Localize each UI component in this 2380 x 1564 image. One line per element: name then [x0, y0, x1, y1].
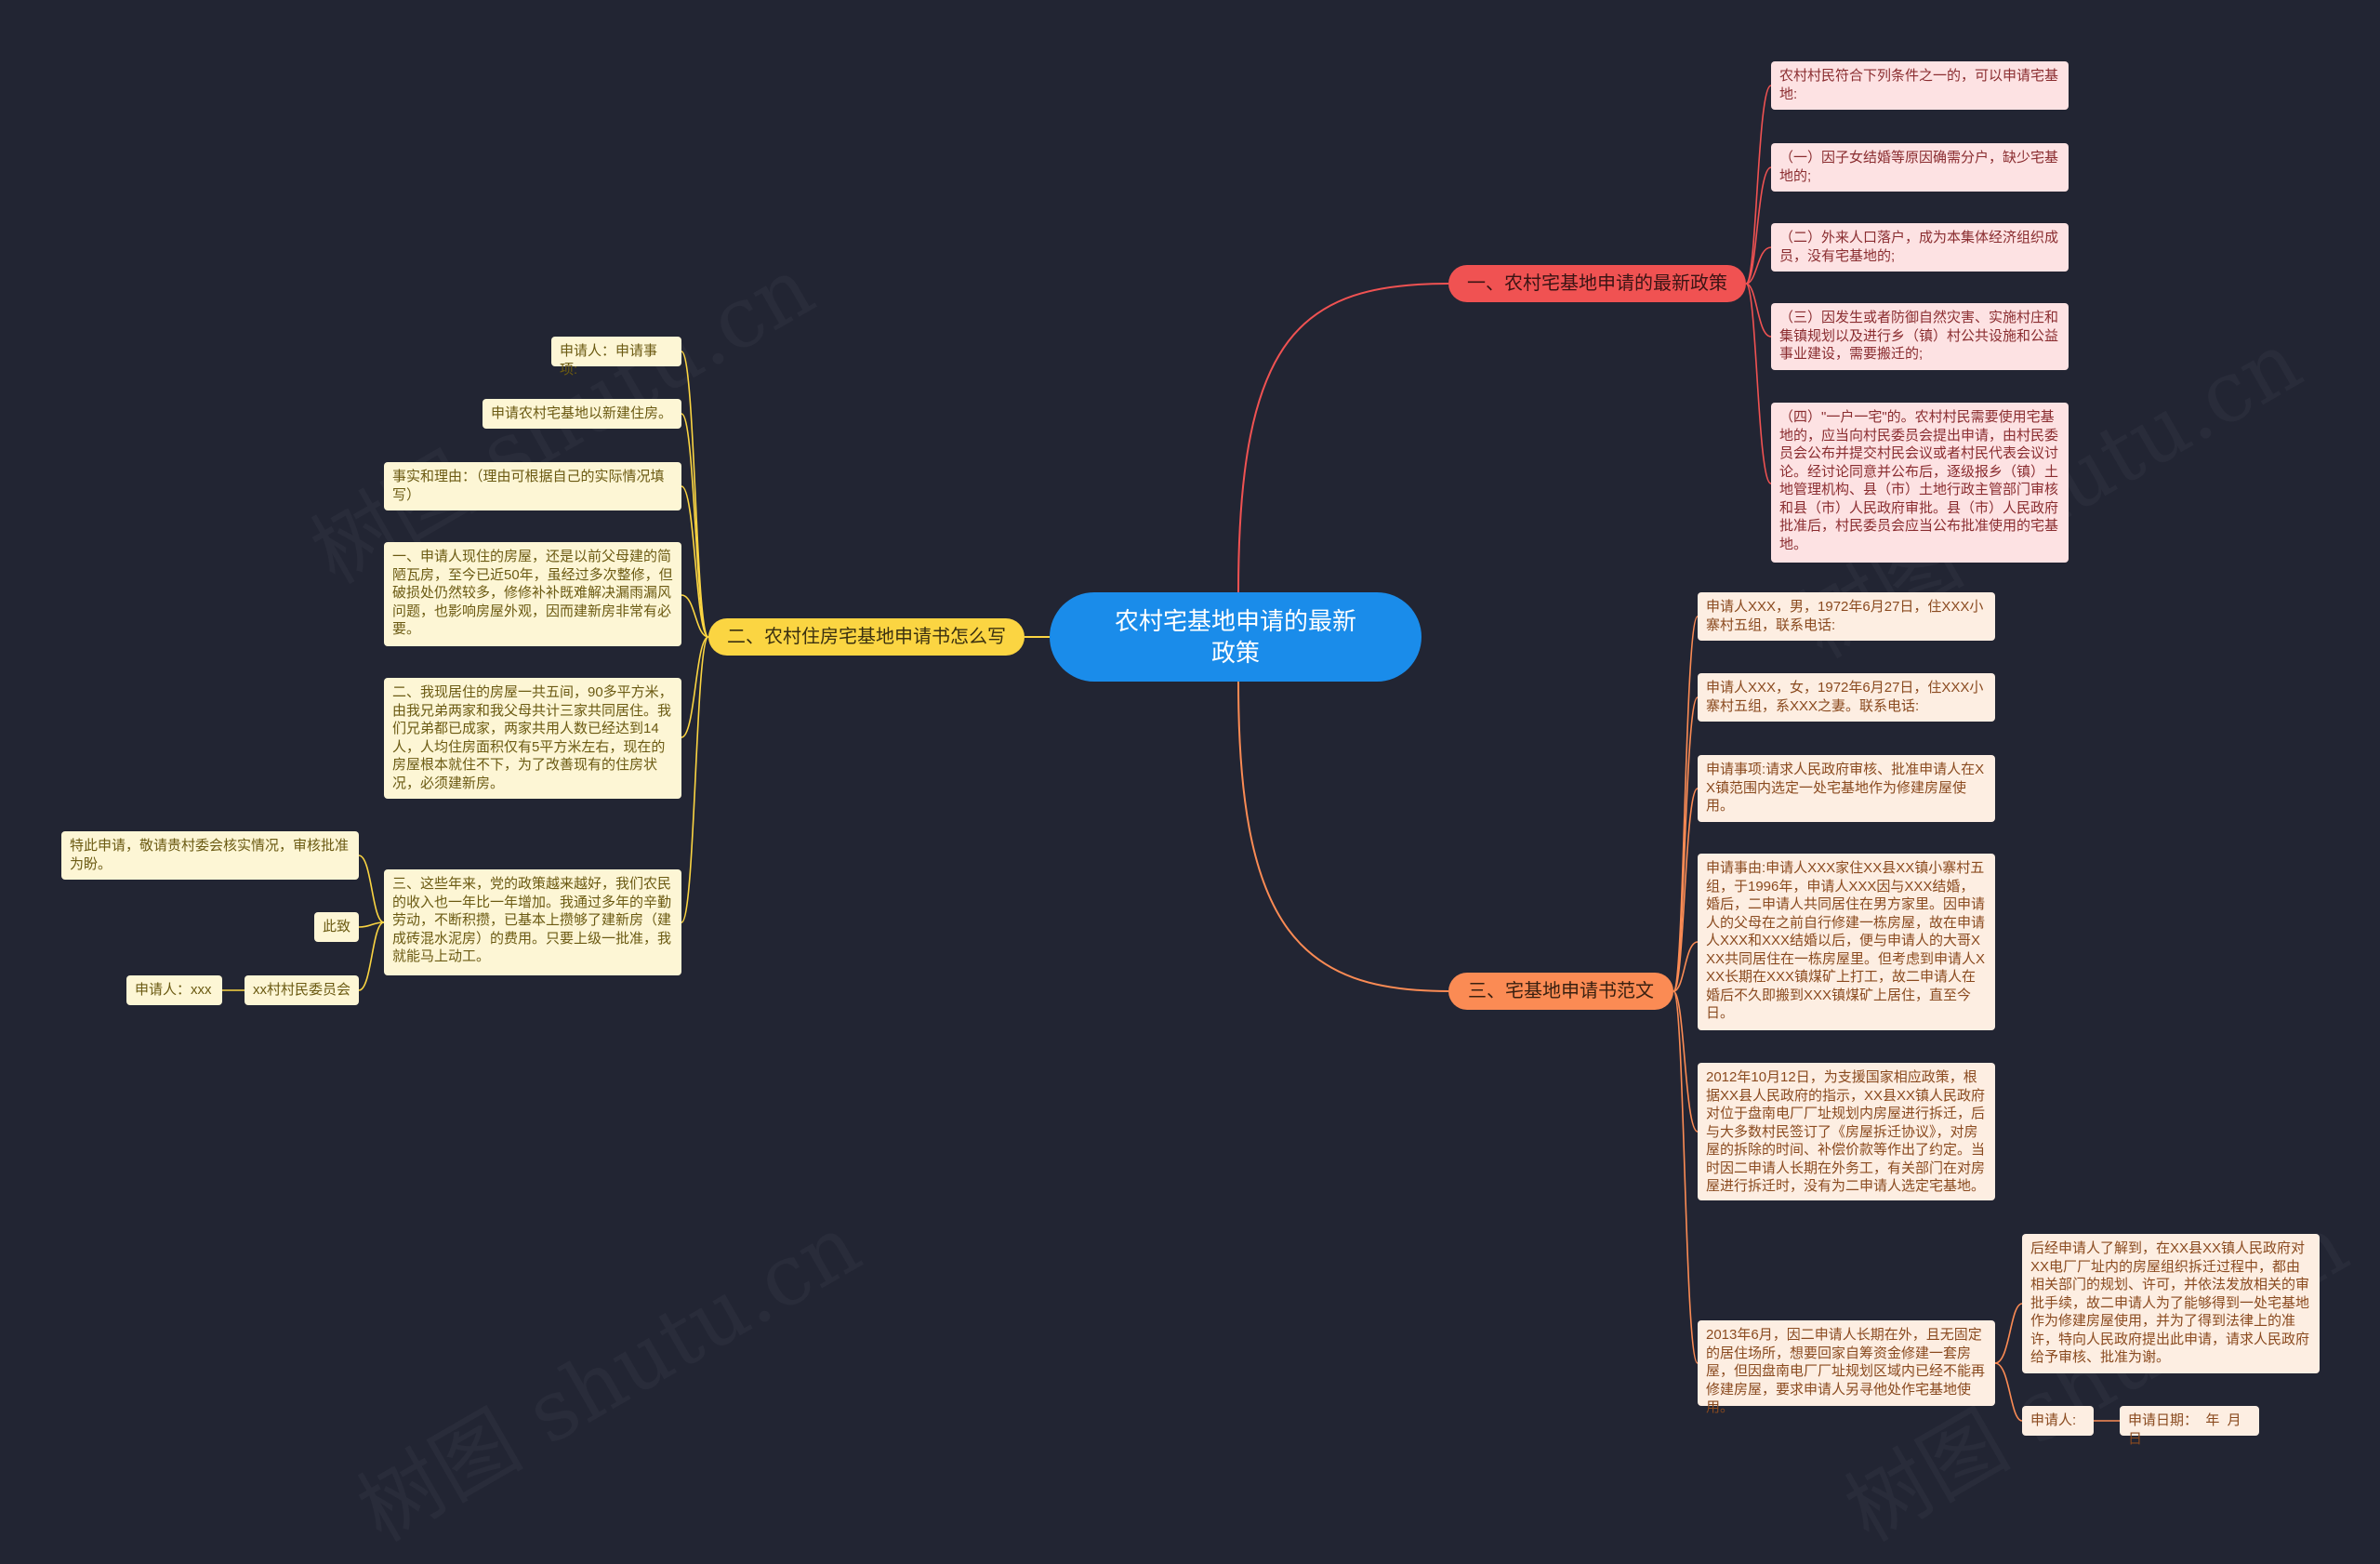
policy-item[interactable]: （二）外来人口落户，成为本集体经济组织成员，没有宅基地的;: [1771, 223, 2069, 272]
policy-item[interactable]: （四）"一户一宅"的。农村村民需要使用宅基地的，应当向村民委员会提出申请，由村民…: [1771, 403, 2069, 563]
sample-item[interactable]: 申请人XXX，女，1972年6月27日，住XXX小寨村五组，系XXX之妻。联系电…: [1698, 673, 1995, 722]
mindmap-canvas: 树图 shutu.cn 树图 shutu.cn 树图 shutu.cn 树图 s…: [61, 61, 2320, 1447]
sample-item[interactable]: 2013年6月，因二申请人长期在外，且无固定的居住场所，想要回家自筹资金修建一套…: [1698, 1320, 1995, 1415]
letter-item[interactable]: 二、我现居住的房屋一共五间，90多平方米，由我兄弟两家和我父母共计三家共同居住。…: [384, 678, 681, 799]
sample-item[interactable]: 申请事项:请求人民政府审核、批准申请人在XX镇范围内选定一处宅基地作为修建房屋使…: [1698, 755, 1995, 822]
connector-lines: [222, 85, 2120, 1422]
closing-request[interactable]: 特此申请，敬请贵村委会核实情况，审核批准为盼。: [61, 831, 359, 880]
sample-applicant[interactable]: 申请人:: [2022, 1406, 2094, 1436]
sample-item[interactable]: 申请事由:申请人XXX家住XX县XX镇小寨村五组，于1996年，申请人XXX因与…: [1698, 854, 1995, 1030]
link-root-b3: [1237, 681, 1449, 992]
branch-label: 二、农村住房宅基地申请书怎么写: [727, 627, 1006, 647]
link-root-b1: [1237, 283, 1449, 593]
policy-item[interactable]: 农村村民符合下列条件之一的，可以申请宅基地:: [1771, 61, 2069, 110]
closing-applicant[interactable]: 申请人：xxx: [126, 975, 222, 1005]
branch-label: 一、农村宅基地申请的最新政策: [1467, 273, 1727, 294]
closing-salutation[interactable]: 此致: [314, 912, 359, 942]
policy-item[interactable]: （一）因子女结婚等原因确需分户，缺少宅基地的;: [1771, 143, 2069, 192]
branch-sample-letter[interactable]: 三、宅基地申请书范文: [1448, 973, 1673, 1010]
root-topic[interactable]: 农村宅基地申请的最新政策: [1050, 592, 1421, 682]
policy-item[interactable]: （三）因发生或者防御自然灾害、实施村庄和集镇规划以及进行乡（镇）村公共设施和公益…: [1771, 303, 2069, 370]
sample-item[interactable]: 申请人XXX，男，1972年6月27日，住XXX小寨村五组，联系电话:: [1698, 592, 1995, 641]
branch-latest-policy[interactable]: 一、农村宅基地申请的最新政策: [1448, 265, 1746, 302]
closing-recipient[interactable]: xx村村民委员会: [245, 975, 359, 1005]
branch-how-to-write[interactable]: 二、农村住房宅基地申请书怎么写: [708, 618, 1025, 656]
letter-item[interactable]: 一、申请人现住的房屋，还是以前父母建的简陋瓦房，至今已近50年，虽经过多次整修，…: [384, 542, 681, 646]
sample-request-detail[interactable]: 后经申请人了解到，在XX县XX镇人民政府对XX电厂厂址内的房屋组织拆迁过程中，都…: [2022, 1234, 2320, 1373]
letter-item[interactable]: 事实和理由：（理由可根据自己的实际情况填写）: [384, 462, 681, 510]
root-topic-label: 农村宅基地申请的最新政策: [1114, 607, 1356, 667]
branch-label: 三、宅基地申请书范文: [1468, 981, 1654, 1001]
letter-item[interactable]: 申请农村宅基地以新建住房。: [483, 399, 681, 429]
sample-item[interactable]: 2012年10月12日，为支援国家相应政策，根据XX县人民政府的指示，XX县XX…: [1698, 1063, 1995, 1200]
letter-item[interactable]: 三、这些年来，党的政策越来越好，我们农民的收入也一年比一年增加。我通过多年的辛勤…: [384, 869, 681, 975]
letter-item[interactable]: 申请人：申请事项:: [551, 337, 681, 378]
sample-date[interactable]: 申请日期： 年 月 日: [2120, 1406, 2259, 1447]
